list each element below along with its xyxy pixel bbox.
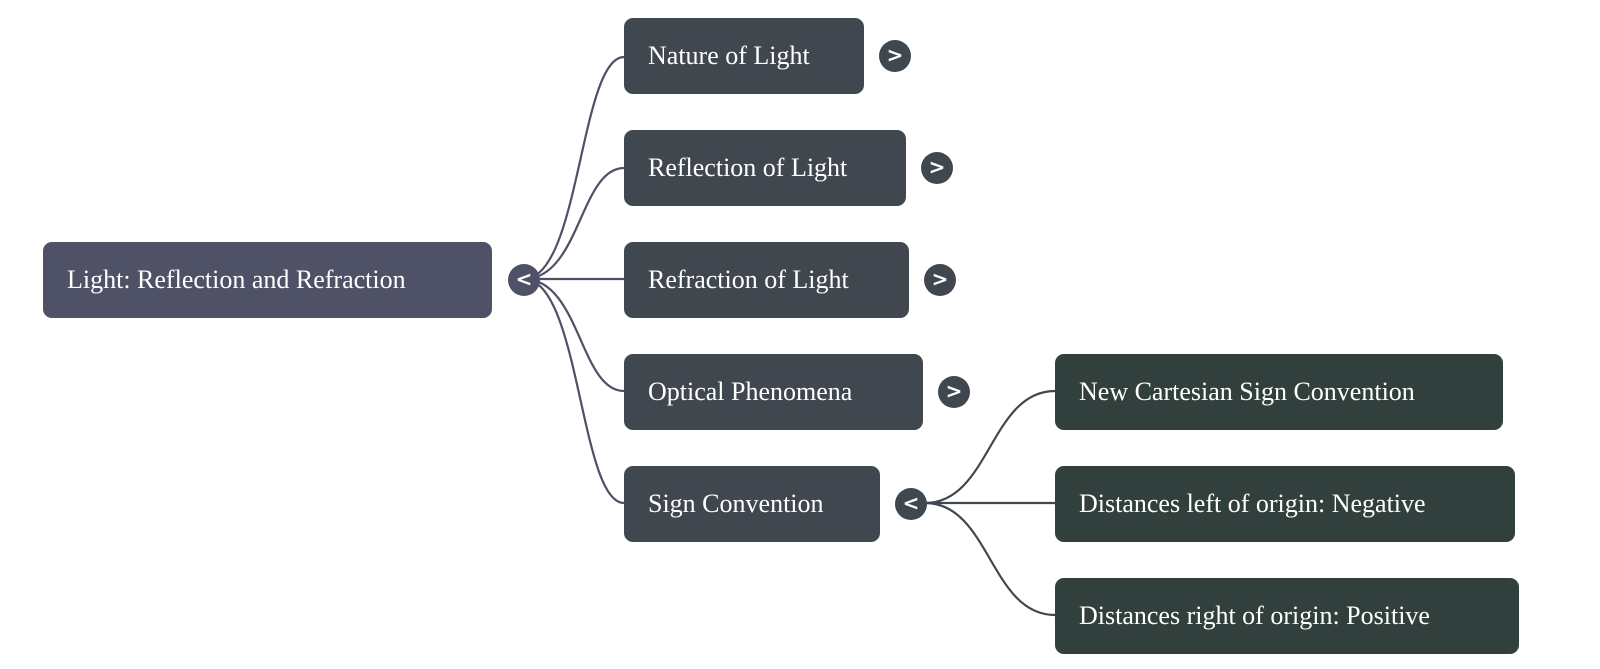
expand-toggle-nature[interactable]: > (879, 40, 911, 72)
expand-toggle-reflection[interactable]: > (921, 152, 953, 184)
link-sign-right (924, 501, 1056, 617)
link-root-optical (523, 277, 625, 393)
node-refraction-of-light[interactable]: Refraction of Light (624, 242, 909, 318)
link-root-sign (523, 277, 625, 505)
node-new-cartesian[interactable]: New Cartesian Sign Convention (1055, 354, 1503, 430)
collapse-toggle-root[interactable]: < (508, 264, 540, 296)
root-node[interactable]: Light: Reflection and Refraction (43, 242, 492, 318)
node-optical-phenomena[interactable]: Optical Phenomena (624, 354, 923, 430)
expand-toggle-optical[interactable]: > (938, 376, 970, 408)
node-distances-right[interactable]: Distances right of origin: Positive (1055, 578, 1519, 654)
node-distances-left[interactable]: Distances left of origin: Negative (1055, 466, 1515, 542)
link-root-nature (523, 55, 625, 281)
node-nature-of-light[interactable]: Nature of Light (624, 18, 864, 94)
node-sign-convention[interactable]: Sign Convention (624, 466, 880, 542)
node-reflection-of-light[interactable]: Reflection of Light (624, 130, 906, 206)
link-root-reflection (523, 166, 625, 281)
expand-toggle-refraction[interactable]: > (924, 264, 956, 296)
collapse-toggle-sign[interactable]: < (895, 488, 927, 520)
link-sign-cartesian (924, 389, 1056, 505)
